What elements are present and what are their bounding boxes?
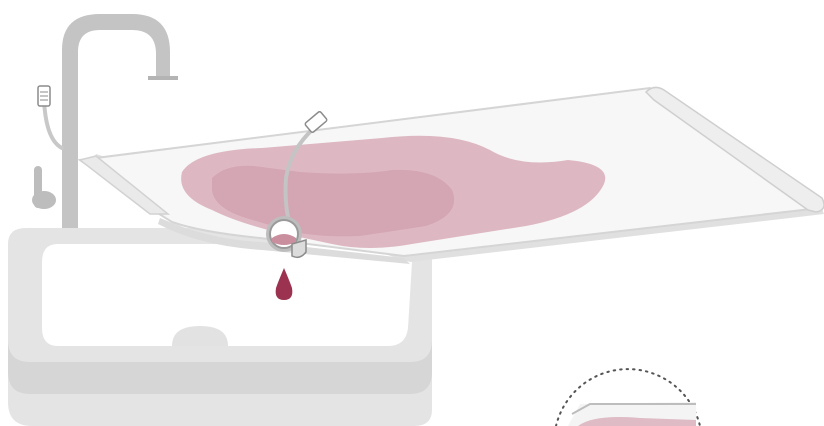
board-left-rail (78, 155, 171, 215)
board-underside (92, 154, 824, 262)
board-front-lip (158, 218, 410, 264)
faucet-nozzle (148, 76, 178, 80)
board-right-rail (644, 86, 824, 213)
sink-basin (42, 244, 412, 346)
fluid-pool-shadow (212, 165, 455, 237)
drip-icon (275, 268, 293, 300)
detail-magnifier-circle (555, 368, 701, 426)
faucet (32, 14, 178, 232)
sink-front-edge (8, 340, 432, 394)
sink-drain (172, 326, 228, 346)
drain-valve-icon (266, 216, 307, 259)
board-hose (283, 111, 328, 228)
faucet-spout (62, 14, 170, 232)
sink (8, 228, 432, 426)
spray-hose-icon (37, 85, 64, 150)
faucet-handle-base (32, 191, 56, 209)
